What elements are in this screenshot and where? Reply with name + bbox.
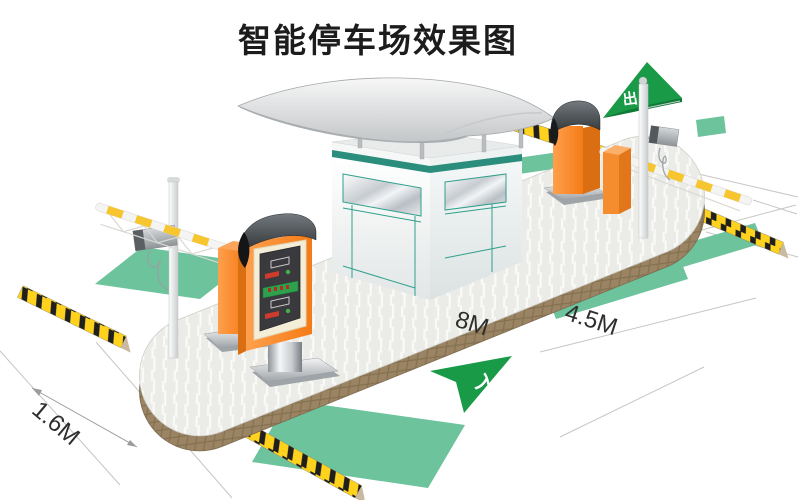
canopy-shell: [236, 77, 555, 143]
kiosk-label-window-2: [270, 296, 290, 309]
kiosk-cap-fin: [238, 232, 250, 268]
gate-cap-fin: [550, 118, 559, 146]
booth-fascia-right: [430, 146, 522, 166]
booth-trim-band-left: [332, 150, 430, 173]
gate-body-side: [583, 124, 600, 194]
pole: [638, 83, 649, 239]
post-side: [619, 148, 631, 214]
arm-tip-cable: [752, 199, 798, 215]
booth-frame-lines-right: [444, 204, 507, 272]
exit-camera-pole: [638, 76, 680, 239]
gate-top-cap: [550, 100, 601, 135]
cctv-camera-icon: [648, 125, 680, 147]
kiosk-led-readout-2: [265, 311, 279, 319]
post-top: [603, 145, 631, 155]
booth-fascia-left: [332, 142, 430, 166]
kiosk-top-cap: [239, 213, 317, 253]
booth-trim-band-right: [430, 154, 522, 173]
lane-top-right: [696, 116, 726, 137]
pole-cap: [167, 177, 180, 183]
kiosk-body-side: [238, 243, 246, 355]
kiosk-led-readout-1: [265, 271, 279, 279]
lane-line-lower: [539, 297, 757, 353]
camera-cable: [658, 147, 671, 181]
exit-flag-label: 出: [621, 89, 638, 109]
gate-body-front: [553, 126, 583, 194]
curved-canopy: [236, 77, 555, 160]
lane-line-bottom-right: [559, 366, 705, 438]
kiosk-pedestal: [268, 342, 302, 372]
booth-window-right: [444, 173, 507, 211]
camera-cable: [147, 249, 169, 291]
kiosk-label-window-1: [270, 256, 290, 269]
arrow-dart: [430, 356, 512, 413]
booth-window-left: [342, 173, 422, 217]
speed-bump-right: [682, 201, 789, 259]
pole: [168, 181, 179, 359]
crosswalk-stripe-2: [548, 259, 688, 319]
kiosk-led-text-marks: [268, 285, 289, 292]
entrance-arrow-marking: 入: [430, 356, 512, 413]
speed-bump-left: [17, 285, 131, 353]
extension-line-left: [0, 350, 121, 486]
ticket-dispenser-kiosk: [238, 213, 340, 387]
canopy-crease: [445, 112, 543, 134]
post-front: [603, 152, 619, 214]
kiosk-status-led-1: [285, 269, 291, 275]
guard-booth: [331, 130, 523, 300]
kiosk-status-led-2: [285, 308, 291, 314]
exit-ticket-post: [603, 145, 631, 214]
canopy-under-edge: [239, 106, 468, 143]
barrier-arm-left: [95, 202, 230, 266]
booth-frame-lines-left: [342, 205, 422, 296]
page-title: 智能停车场效果图: [238, 22, 518, 59]
